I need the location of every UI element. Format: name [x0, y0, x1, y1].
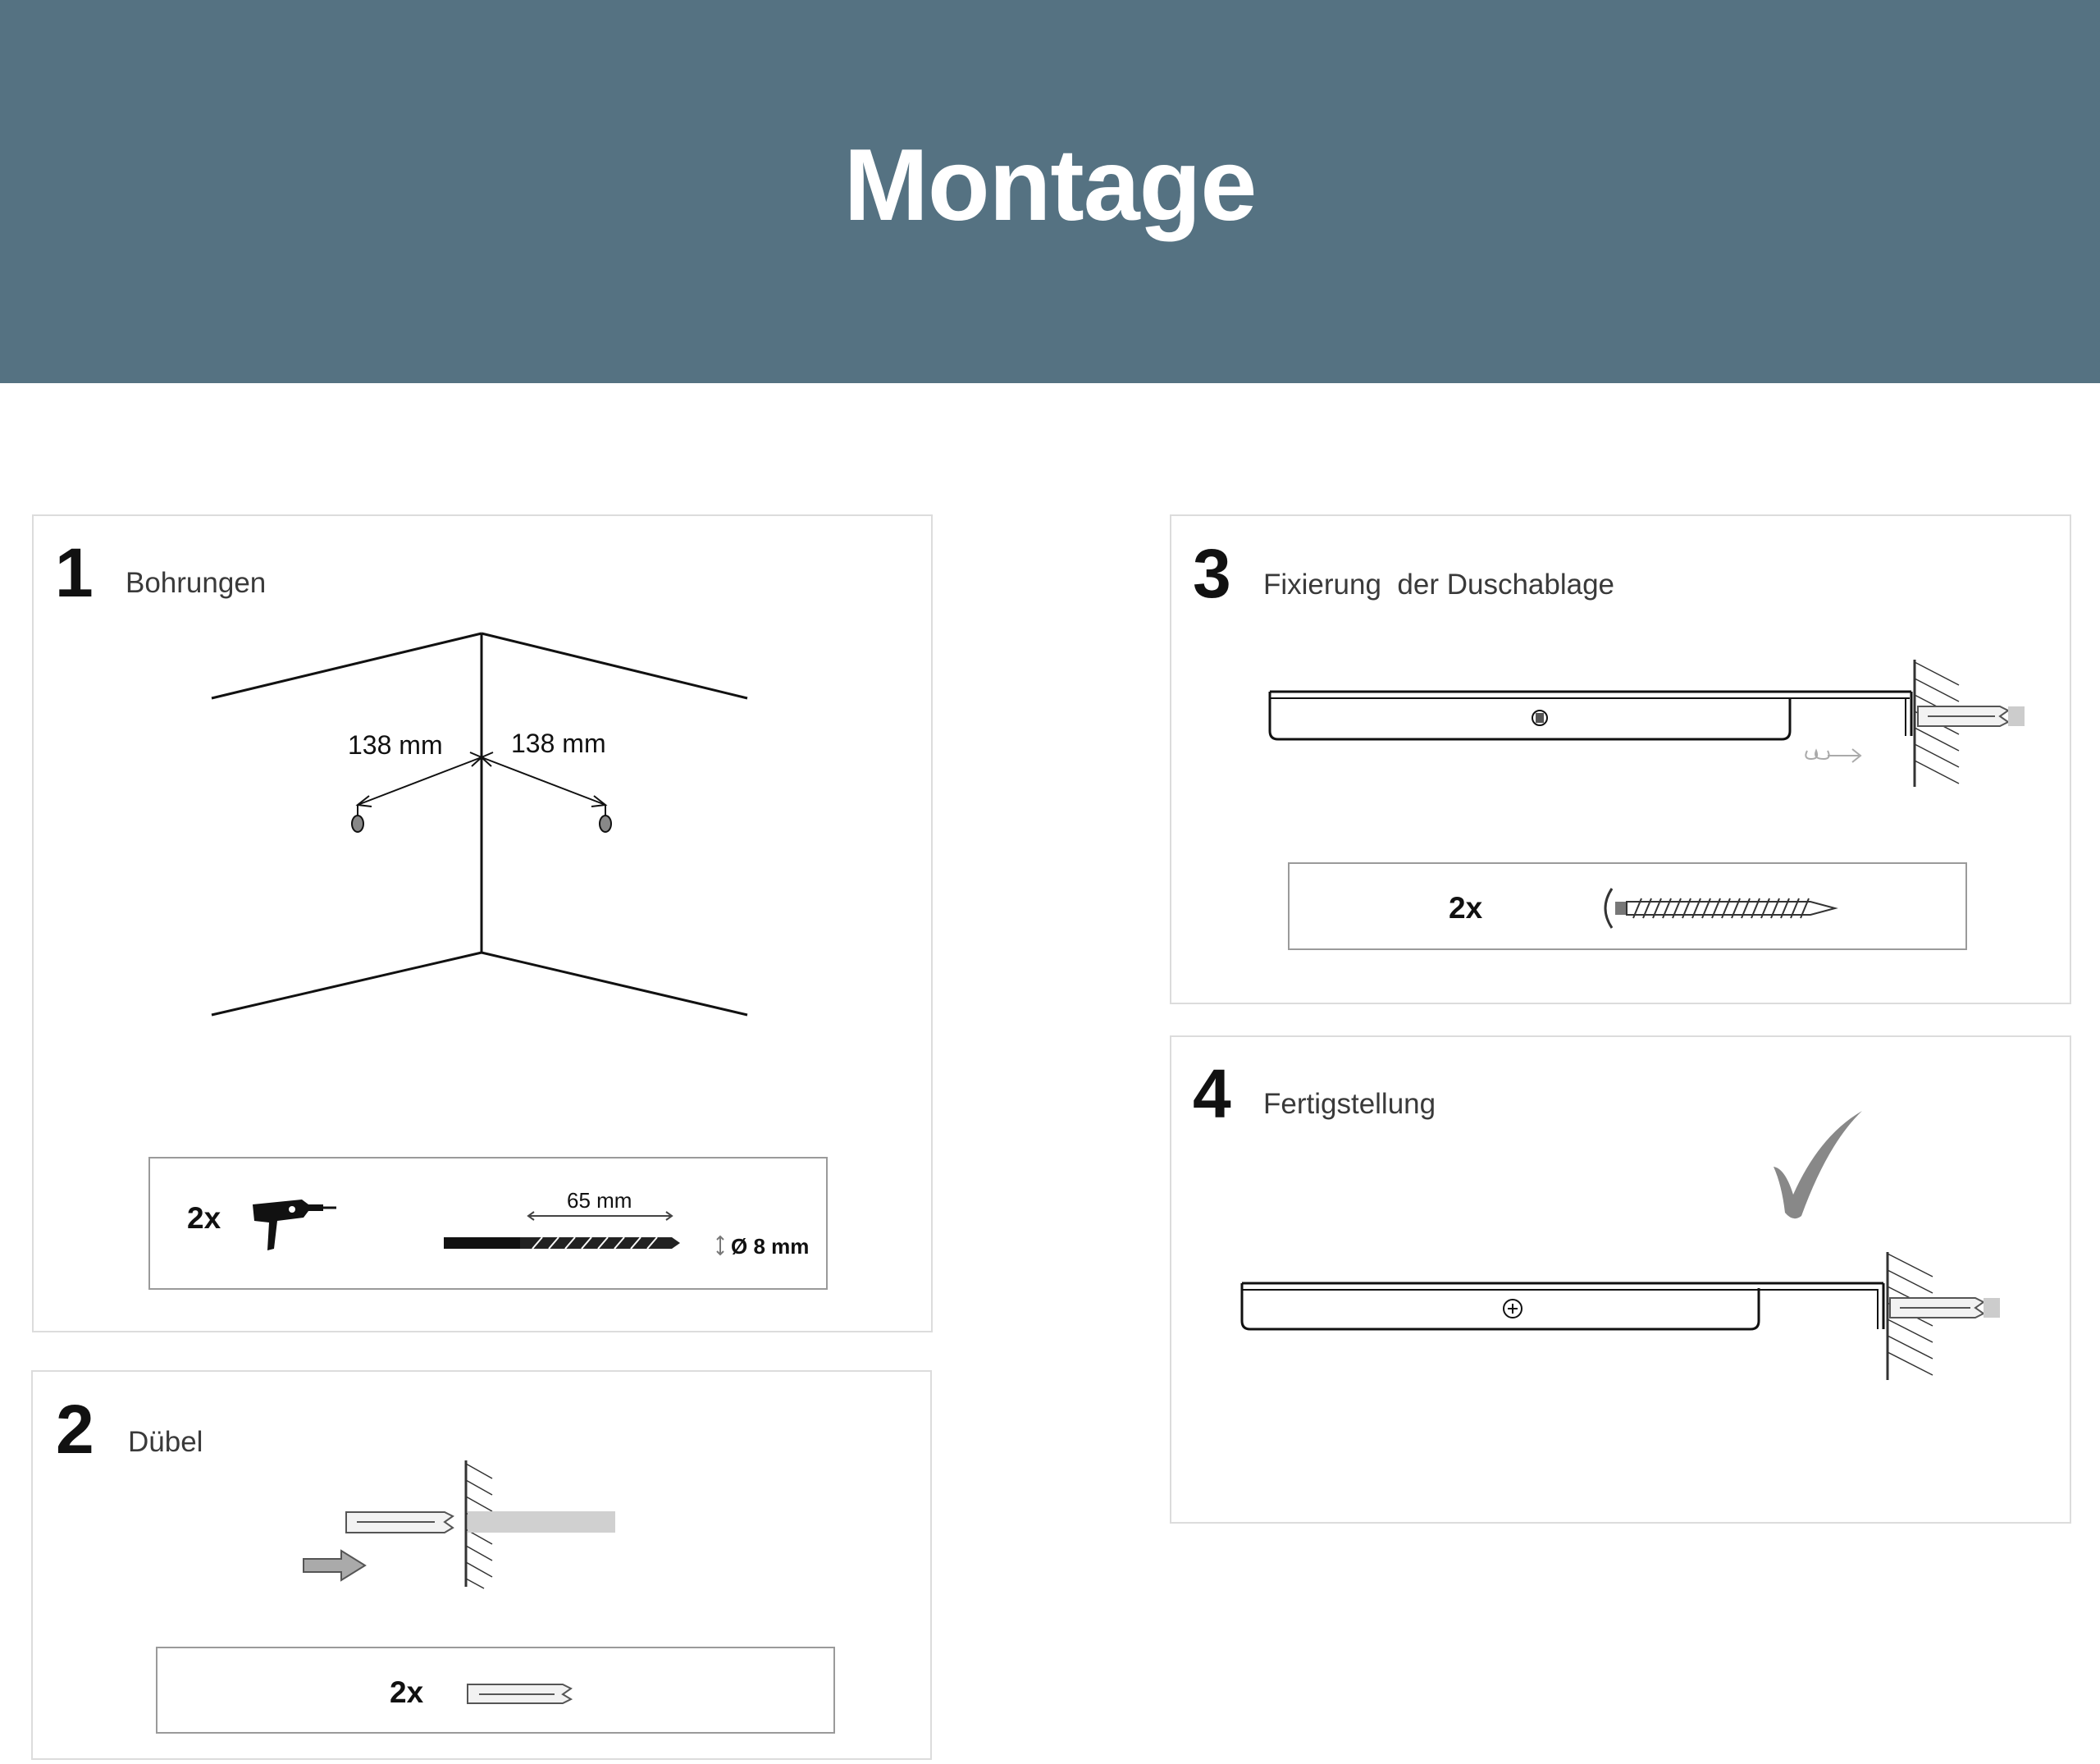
drill-hole-left — [351, 815, 364, 833]
left-distance-label: 138 mm — [348, 730, 443, 760]
drill-length-label: 65 mm — [567, 1188, 632, 1213]
wall-hatch-icon — [1886, 1252, 1933, 1380]
wall-plug-icon — [467, 1684, 573, 1704]
step-title: Fertigstellung — [1263, 1088, 1436, 1120]
step-3-panel: 3 Fixierung der Duschablage — [1170, 514, 2071, 1004]
shelf-icon — [1268, 690, 1913, 741]
right-distance-label: 138 mm — [511, 729, 606, 758]
drill-diameter-label: Ø 8 mm — [731, 1234, 810, 1259]
step-title: Bohrungen — [126, 567, 267, 599]
wall-hatch-icon — [464, 1460, 493, 1589]
quantity-label: 2x — [187, 1201, 221, 1235]
arrow-right-icon — [303, 1549, 367, 1582]
step-3-parts-box: 2x — [1288, 862, 1967, 950]
screw-icon — [1604, 888, 1838, 929]
step-1-tools-box: 2x 65 mm Ø 8 mm — [148, 1157, 828, 1290]
step-2-panel: 2 Dübel 2x — [31, 1370, 932, 1760]
corner-wall-diagram: 138 mm 138 mm — [211, 632, 748, 1017]
quantity-label: 2x — [1449, 891, 1483, 925]
step-1-panel: 1 Bohrungen 138 mm 138 mm 2x — [32, 514, 933, 1332]
wall-plug-icon — [1917, 706, 2025, 727]
diameter-arrow-icon — [716, 1235, 724, 1256]
shelf-fixing-diagram — [1268, 660, 2025, 787]
step-4-panel: 4 Fertigstellung — [1170, 1035, 2071, 1524]
step-number: 2 — [56, 1391, 94, 1468]
page-title: Montage — [843, 128, 1258, 242]
drill-icon — [253, 1200, 336, 1250]
checkmark-icon — [1774, 1111, 1862, 1219]
arrow-right-icon — [1805, 748, 1862, 763]
quantity-label: 2x — [390, 1675, 424, 1709]
wall-plug-icon — [345, 1511, 454, 1533]
step-number: 3 — [1193, 535, 1231, 612]
finished-diagram — [1240, 1111, 2000, 1380]
wall-plug-icon — [1889, 1297, 2000, 1318]
header-banner: Montage — [0, 0, 2100, 383]
drill-bit-icon — [444, 1211, 680, 1250]
step-title: Dübel — [128, 1426, 203, 1458]
drill-hole-right — [599, 815, 612, 833]
step-2-parts-box: 2x — [156, 1647, 835, 1734]
shelf-icon — [1240, 1282, 1885, 1331]
step-number: 1 — [55, 534, 94, 611]
step-title: Fixierung der Duschablage — [1263, 569, 1615, 601]
wall-plug-diagram — [303, 1460, 615, 1589]
step-number: 4 — [1193, 1055, 1231, 1132]
